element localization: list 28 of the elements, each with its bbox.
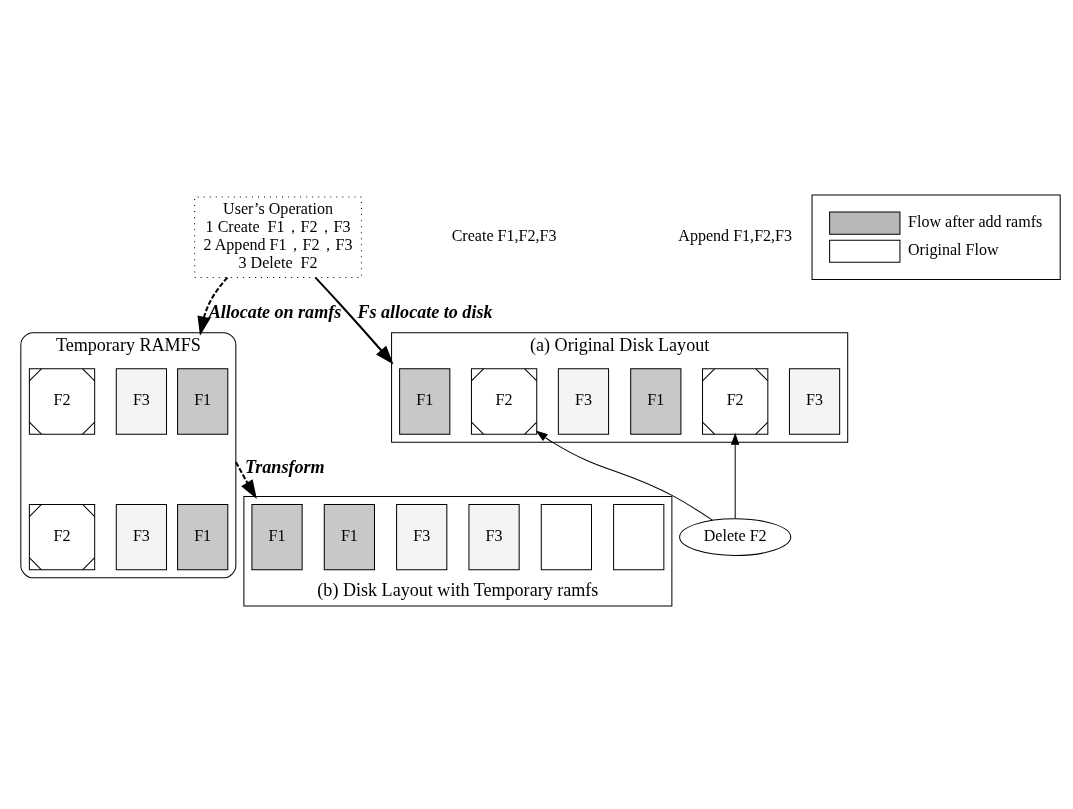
node-box: F1 (177, 503, 229, 571)
label: Append F1,F2,F3 (678, 227, 793, 245)
node-box: F3 (115, 503, 167, 571)
edge-label: Allocate on ramfs (208, 301, 342, 322)
node-box: F1 (323, 503, 375, 571)
node-box: F3 (557, 368, 610, 435)
node-box: F3 (396, 503, 448, 571)
legend-label: Flow after add ramfs (907, 212, 1043, 230)
node-box: F3 (788, 368, 841, 435)
node-box: User’s Operation 1 Create F1，F2，F3 2 Append F1，F2，F3 3 Delete F2 (194, 196, 362, 278)
arrow (197, 276, 229, 336)
arrow (314, 276, 394, 365)
node-ellipse: Delete F2 (679, 518, 792, 556)
arrow (536, 430, 713, 521)
node-box: F1 (630, 368, 682, 435)
label: Create F1,F2,F3 (451, 227, 557, 245)
node-box: F3 (468, 503, 520, 571)
node-box (613, 503, 665, 571)
edge-label: Transform (244, 456, 325, 477)
edge-label: Fs allocate to disk (357, 301, 493, 322)
node-box: F1 (251, 503, 303, 571)
arrow (731, 433, 740, 520)
node-box (540, 503, 592, 571)
arrow (234, 461, 257, 500)
legend-label: Original Flow (907, 241, 999, 259)
node-box: F1 (399, 368, 451, 435)
node-box: F3 (115, 368, 167, 435)
node-box: F1 (177, 368, 229, 435)
